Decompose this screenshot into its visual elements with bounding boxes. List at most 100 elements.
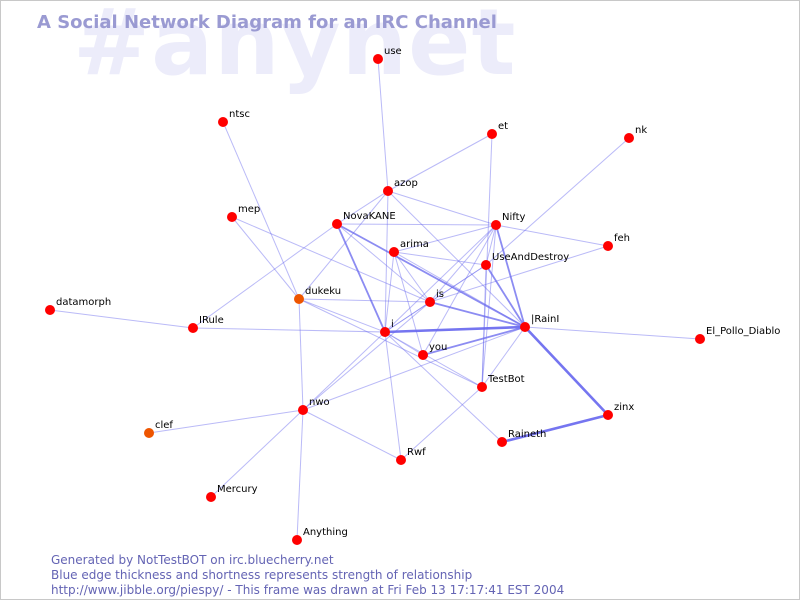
node-dot-mercury [206,492,216,502]
edge-nifty-you [422,224,497,356]
node-label-arima: arima [400,239,429,250]
edge-azop-i [384,190,389,333]
node-clef: clef [144,420,173,438]
node-ntsc: ntsc [218,109,250,127]
edge-azop-nifty [387,190,497,226]
edge-dukeku-testbot [298,298,483,388]
node-dot-you [418,350,428,360]
node-label-rwf: Rwf [407,447,426,458]
node-label-azop: azop [394,178,418,189]
node-nifty: Nifty [491,212,526,230]
edge-irule-novakane [192,223,338,329]
edge-nk-useanddestroy [485,137,630,266]
edge-i-testbot [384,331,483,388]
node-dot-et [487,129,497,139]
node-dot-ntsc [218,117,228,127]
edge-nifty-is [429,224,497,303]
node-dot-irule [188,323,198,333]
edge-novakane-is [336,223,431,303]
node-dot-useanddestroy [481,260,491,270]
node-dot-use [373,54,383,64]
edge-azop-rainl [387,190,526,328]
edge-mep-is [231,216,431,303]
node-irule: IRule [188,315,224,333]
edges-layer [49,58,701,541]
edge-feh-is [429,245,609,303]
node-label-novakane: NovaKANE [343,211,396,222]
edge-rainl-testbot [481,326,526,388]
node-label-nk: nk [635,125,647,136]
node-mercury: Mercury [206,484,258,502]
edge-i-rainl [384,325,526,334]
edge-nifty-testbot [481,224,497,388]
node-label-you: you [429,342,447,353]
node-novakane: NovaKANE [332,211,396,229]
node-dukeku: dukeku [294,286,341,304]
node-label-feh: feh [614,233,630,244]
node-label-el_pollo: El_Pollo_Diablo [706,326,780,337]
edge-nwo-is [302,301,431,411]
edge-useanddestroy-rainl [485,264,526,328]
node-testbot: TestBot [477,374,525,392]
edge-nwo-mercury [210,409,304,498]
edge-ntsc-dukeku [222,121,300,300]
edge-arima-you [393,251,424,356]
edge-rainl-you [422,326,526,356]
node-et: et [487,121,508,139]
edge-dukeku-i [298,298,386,333]
node-use: use [373,46,402,64]
node-nk: nk [624,125,647,143]
edge-novakane-nifty [336,223,497,226]
node-label-anything: Anything [303,527,348,538]
node-you: you [418,342,447,360]
edge-novakane-i [336,223,386,333]
edge-useanddestroy-testbot [481,264,487,388]
node-label-testbot: TestBot [487,374,525,385]
node-label-useanddestroy: UseAndDestroy [492,252,569,263]
node-label-clef: clef [155,420,173,431]
node-dot-datamorph [45,305,55,315]
footer-link-and-timestamp: http://www.jibble.org/piespy/ - This fra… [51,583,565,597]
edge-rainl-nwo [302,326,526,411]
node-dot-raineth [497,437,507,447]
node-nwo: nwo [298,397,330,415]
edge-is-i [384,301,431,333]
node-zinx: zinx [603,402,634,420]
edge-i-raineth [384,331,503,443]
edge-rainl-el_pollo [524,326,701,340]
node-anything: Anything [292,527,348,545]
edge-nwo-clef [148,409,304,434]
node-dot-nifty [491,220,501,230]
node-label-ntsc: ntsc [229,109,250,120]
edge-arima-useanddestroy [393,251,487,266]
node-is: is [425,289,444,307]
node-label-datamorph: datamorph [56,297,111,308]
node-dot-mep [227,212,237,222]
node-dot-i [380,327,390,337]
edge-i-nwo [302,331,386,411]
edge-mep-dukeku [231,216,300,300]
edge-i-you [384,331,424,356]
node-label-mep: mep [238,204,260,215]
channel-watermark: #anynet [73,0,517,96]
node-dot-nwo [298,405,308,415]
page-title: A Social Network Diagram for an IRC Chan… [37,12,497,33]
edge-nifty-arima [393,224,497,253]
edge-arima-is [393,251,431,303]
edge-irule-i [192,327,386,333]
edge-arima-rainl [393,251,526,328]
node-mep: mep [227,204,260,222]
footer-legend-note: Blue edge thickness and shortness repres… [51,568,473,582]
node-label-raineth: Raineth [508,429,546,440]
edge-zinx-raineth [501,413,609,444]
node-label-mercury: Mercury [217,484,258,495]
node-dot-zinx [603,410,613,420]
node-useanddestroy: UseAndDestroy [481,252,569,270]
edge-arima-i [384,251,395,333]
node-dot-testbot [477,382,487,392]
node-label-et: et [498,121,508,132]
edge-testbot-rwf [400,386,483,461]
node-dot-el_pollo [695,334,705,344]
